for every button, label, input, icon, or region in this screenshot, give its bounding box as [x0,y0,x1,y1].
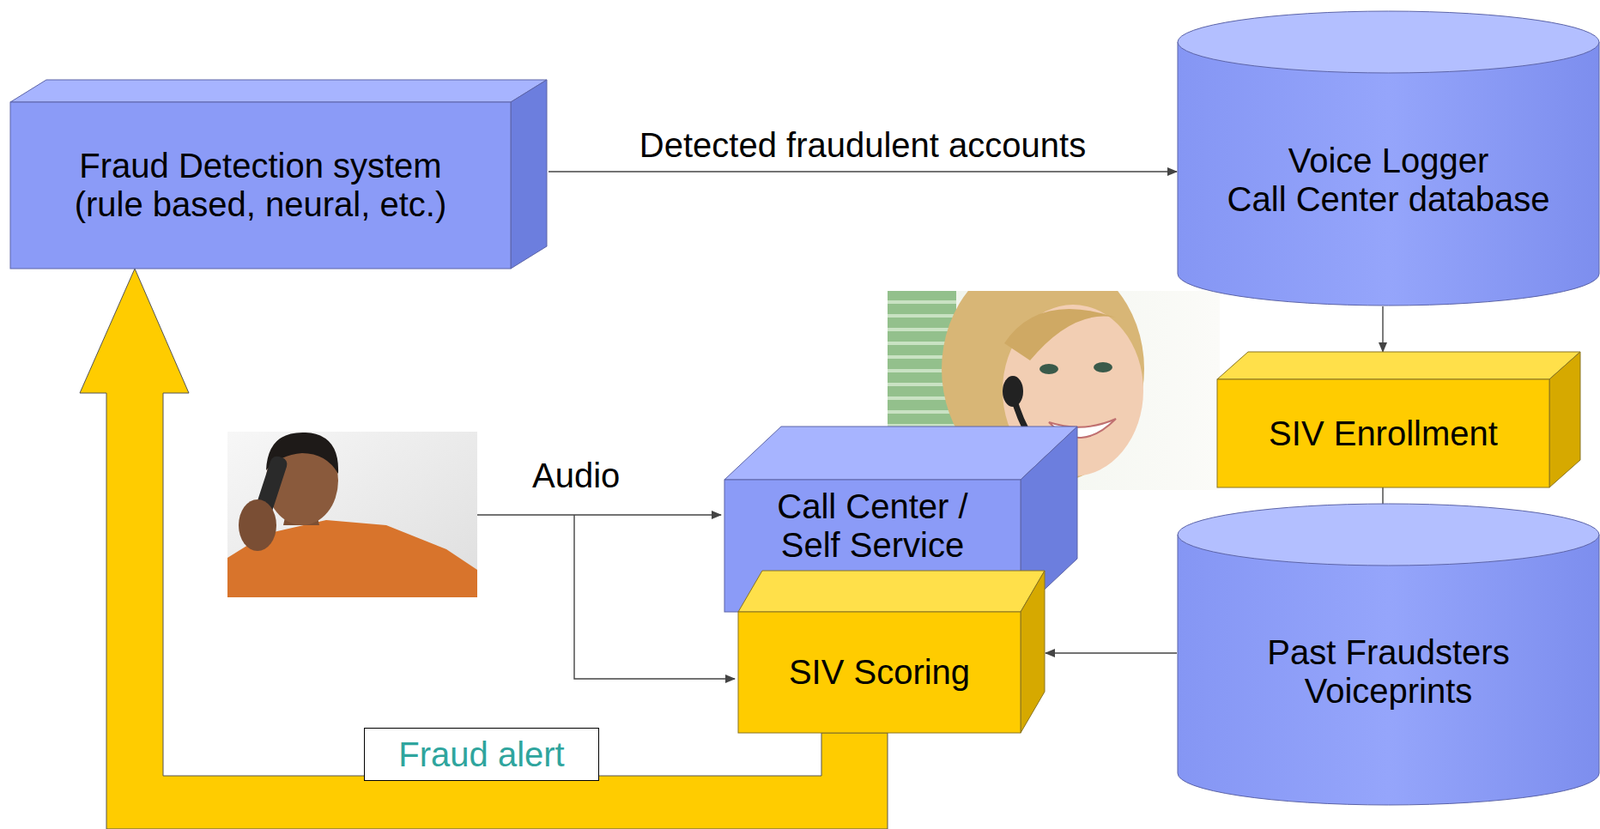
box-side-face [1020,570,1045,734]
connector-arrow [548,170,1177,172]
headset-ear [1002,375,1024,407]
cylinder-top [1177,11,1600,73]
fringe [1004,309,1116,361]
box-top-face [724,426,1078,480]
process-box: SIV Enrollment [1217,379,1550,488]
node-text: Fraud Detection system [78,146,442,186]
node-text: Past Fraudsters Voiceprints [1247,633,1531,711]
signal-label: Audio [532,456,620,496]
box-side-face [1549,351,1581,488]
eye [1039,363,1059,375]
node-content: Fraud Detection system(rule based, neura… [10,102,511,269]
box-top-face [1217,351,1581,380]
alert-label: Fraud alert [363,727,600,782]
box-front-face [738,612,1021,734]
database-cylinder: Past Fraudsters Voiceprints [1176,503,1600,807]
audio-wires [477,515,735,679]
database-cylinder: Voice LoggerCall Center database [1176,10,1600,307]
node-content: SIV Enrollment [1217,379,1550,488]
cylinder-top [1177,503,1600,566]
node-content: SIV Scoring [738,612,1021,734]
node-text: SIV Enrollment [1268,414,1498,454]
node-content: Past Fraudsters Voiceprints [1176,503,1600,807]
node-text: Call Center database [1227,180,1551,219]
connector-arrow [1045,652,1177,654]
audio-wire [574,515,735,679]
edge-label: Detected fraudulent accounts [639,126,1086,165]
box-side-face [510,79,547,269]
connector-arrow [1381,306,1383,352]
node-text: (rule based, neural, etc.) [74,185,448,225]
box-front-face [10,102,511,269]
photo-ground [227,431,478,598]
process-box: Fraud Detection system(rule based, neura… [10,102,511,269]
box-top-face [738,570,1045,613]
node-text: SIV Scoring [788,653,970,692]
node-text: Call Center / Self Service [760,487,986,565]
process-box: SIV Scoring [738,612,1021,734]
caller-photo [227,431,478,598]
box-front-face [1217,379,1550,488]
audio-wire [477,514,722,516]
hand [238,499,277,552]
box-shape [738,570,1045,734]
eye [1093,362,1113,373]
cylinder-body [1177,534,1600,806]
box-top-face [10,79,547,103]
node-text: Voice Logger [1288,141,1490,181]
cylinder-body [1177,42,1600,306]
node-content: Voice LoggerCall Center database [1176,10,1600,307]
